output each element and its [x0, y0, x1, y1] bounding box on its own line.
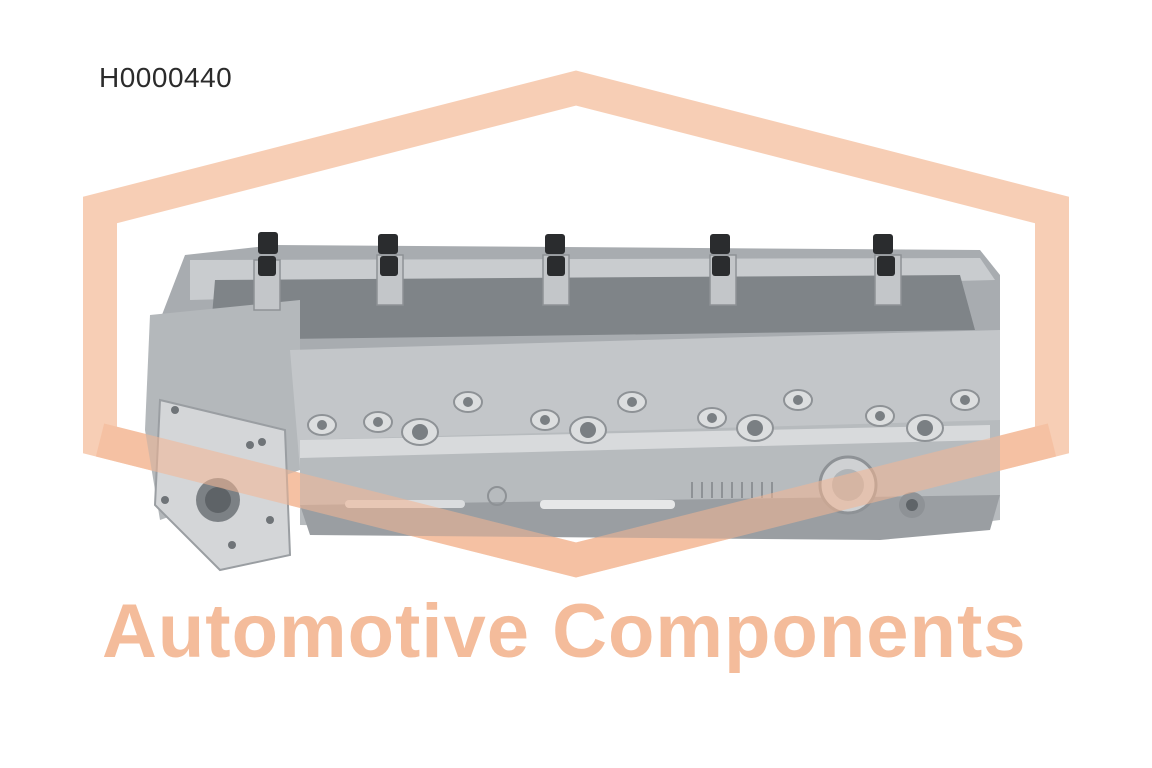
watermark-hexagon-front: [95, 423, 1057, 578]
part-code: H0000440: [99, 62, 233, 93]
bolt-towers: [253, 232, 902, 311]
cylinder-head-image: [145, 232, 1000, 572]
brand-tagline: Automotive Components: [102, 589, 1027, 674]
